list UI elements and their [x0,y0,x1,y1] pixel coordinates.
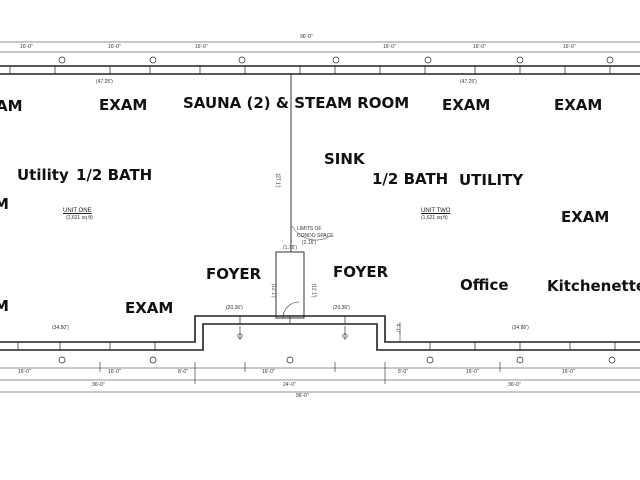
dim-offset-left: (34.50') [52,325,69,331]
column-marker [516,356,524,364]
dim-top-bay: 16'-0" [108,44,121,50]
room-label-foyer: FOYER [206,265,262,283]
dim-mid-vertical: (27.1') [274,173,281,188]
dim-top-bay: 16'-0" [195,44,208,50]
room-label-exam: EXAM [125,299,174,317]
room-label-exam: EXAM [99,96,148,114]
dim-bottom-bay: 8'-0" [178,369,188,375]
dim-top-bay: 16'-0" [473,44,486,50]
dim-foyer-right-vert: (12.1') [310,283,317,298]
dim-bottom-bay: 16'-0" [466,369,479,375]
dim-bottom-group: 24'-0" [283,382,296,388]
room-label-exam: EXAM [554,96,603,114]
unit-one-label: UNIT ONE [63,208,92,214]
dim-top-left-inner: (47.25') [96,79,113,85]
dim-step-right: 4'-0" [394,323,401,334]
dim-bottom-bay: 16'-0" [562,369,575,375]
note-condo-dim: (2.16') [302,240,317,246]
column-marker [238,56,246,64]
column-marker [58,56,66,64]
dim-bottom-group: 36'-0" [92,382,105,388]
dim-bottom-group: 36'-0" [508,382,521,388]
dim-bottom-bay: 16'-0" [262,369,275,375]
dim-bottom-total: 96'-0" [296,393,309,399]
column-marker [426,356,434,364]
dim-top-bay: 16'-0" [563,44,576,50]
room-label-office: Office [460,276,509,294]
column-marker [286,356,294,364]
bottom-wall-inner [0,323,640,351]
room-label-foyer: FOYER [333,263,389,281]
unit-two-label: UNIT TWO [421,208,451,214]
note-limits: LIMITS OF [297,226,322,232]
unit-two-area: (1,621 sq ft) [421,215,448,221]
dim-wall-left: (20.36') [226,305,243,311]
dim-top-right-inner: (47.25') [460,79,477,85]
column-marker [608,356,616,364]
room-label-left-edge-mid: M [0,195,9,213]
room-label-half-bath: 1/2 BATH [76,166,153,184]
room-label-kitchenette: Kitchenette [547,277,640,295]
column-marker [149,356,157,364]
column-marker [58,356,66,364]
room-label-exam-left-edge: AM [0,97,23,115]
foyer-vestibule [275,251,305,319]
room-label-sauna: SAUNA (2) & STEAM ROOM [183,94,410,112]
unit-one-area: (1,621 sq ft) [66,215,93,221]
room-label-utility: UTILITY [459,171,524,189]
dim-top-bay: 16'-0" [383,44,396,50]
column-marker [424,56,432,64]
room-label-utility: Utility [17,166,69,184]
column-marker [149,56,157,64]
dim-top-bay: 16'-0" [20,44,33,50]
room-label-exam: EXAM [442,96,491,114]
column-marker [332,56,340,64]
dim-offset-right: (34.86') [512,325,529,331]
column-marker [606,56,614,64]
bottom-wall-outer [0,315,640,343]
dim-wall-right: (20.36') [333,305,350,311]
dim-bottom-bay: 8'-0" [398,369,408,375]
column-marker [516,56,524,64]
dim-bottom-bay: 16'-0" [108,369,121,375]
dim-bottom-bay: 16'-0" [18,369,31,375]
room-label-sink: SINK [324,150,365,168]
room-label-exam: EXAM [561,208,610,226]
room-label-left-edge-low: M [0,297,9,315]
room-label-half-bath: 1/2 BATH [372,170,449,188]
dim-foyer-width: (1.75') [283,245,298,251]
dim-foyer-left-vert: (12.1') [270,283,277,298]
dim-top-total: 96'-0" [300,34,313,40]
note-condo: CONDO SPACE [297,233,334,239]
